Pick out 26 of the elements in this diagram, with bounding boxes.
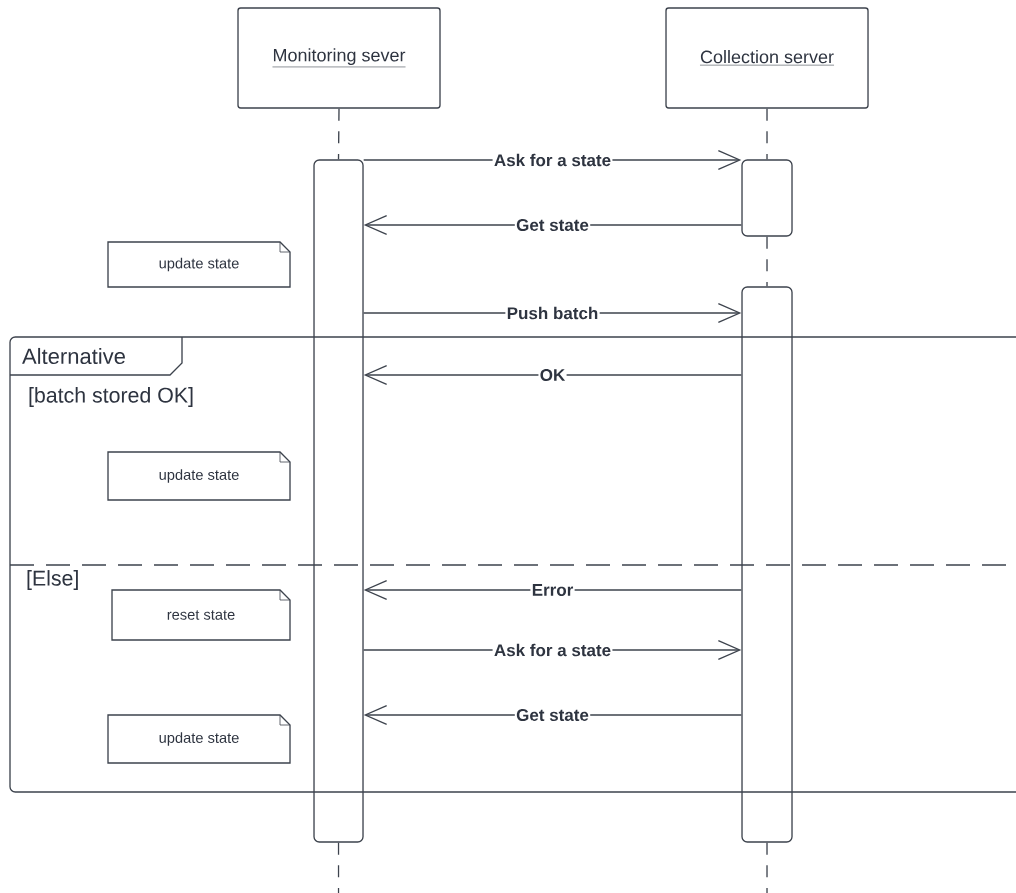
edge-label: Get state <box>514 217 591 233</box>
frame-title: Alternative <box>22 347 125 365</box>
note: reset state <box>111 589 291 641</box>
lifeline <box>766 236 768 287</box>
activation-bar <box>741 286 793 843</box>
edge-label: Get state <box>514 707 591 723</box>
guard-condition: [Else] <box>27 570 78 590</box>
guard-condition: [batch stored OK] <box>29 387 193 407</box>
lifeline <box>766 108 768 160</box>
lifeline-head: Collection server <box>665 7 869 109</box>
lifeline <box>337 842 340 893</box>
edge-label: Ask for a state <box>492 152 613 168</box>
edge-label: Error <box>530 582 575 598</box>
message-arrow <box>363 365 742 385</box>
edge-label: Ask for a state <box>492 642 613 658</box>
note: update state <box>107 714 291 764</box>
activation-bar <box>313 159 364 843</box>
edge-label: Push batch <box>505 305 600 321</box>
lifeline <box>337 108 340 160</box>
note: update state <box>107 241 291 288</box>
activation-bar <box>741 159 793 237</box>
message-arrow <box>363 580 742 600</box>
lifeline-head: Monitoring sever <box>237 7 441 109</box>
edge-label: OK <box>538 367 567 383</box>
note: update state <box>107 451 291 501</box>
lifeline <box>766 842 768 893</box>
